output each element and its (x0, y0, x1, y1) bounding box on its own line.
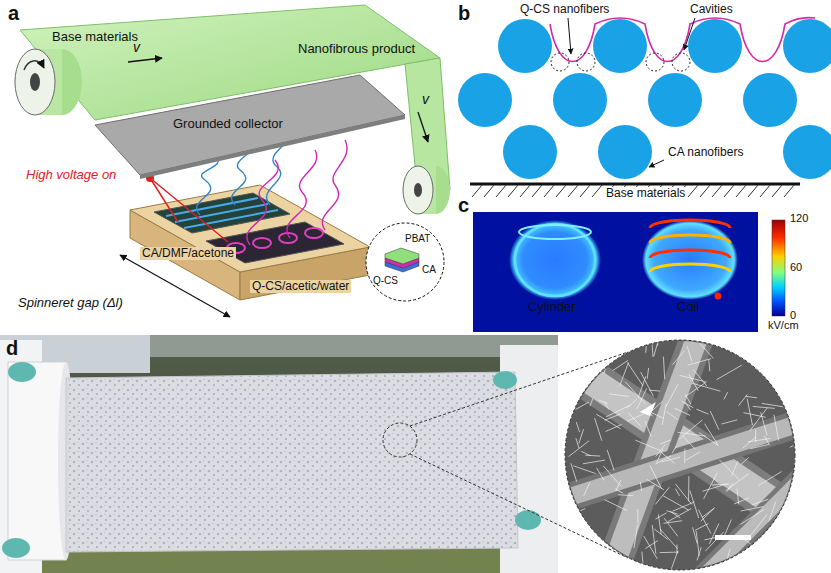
voltage-label: High voltage on (26, 168, 116, 182)
collector-plate: Grounded collector (95, 75, 405, 175)
cavity-marks (551, 53, 690, 71)
speed-symbol: v (422, 92, 429, 107)
panel-letter: d (6, 337, 18, 359)
callout-label: Cavities (690, 3, 733, 16)
layer-inset: PBAT Q-CS CA (365, 222, 445, 302)
tick-label: 120 (790, 212, 808, 224)
base-line (470, 183, 800, 186)
q-cs-nanofiber (550, 18, 815, 62)
callout-label: CA nanofibers (668, 146, 743, 159)
ca-nanofiber-circles (458, 19, 831, 179)
electrospinning-setup (15, 5, 450, 317)
part-label: Cylinder (528, 300, 576, 314)
speed-arrow (128, 58, 162, 62)
node-text: Q-CS (373, 275, 398, 286)
scale-bar (715, 535, 751, 540)
dimension-label: Spinneret gap (Δl) (18, 296, 123, 310)
part-label: Base materials (52, 30, 138, 44)
panel-letter: c (458, 194, 469, 216)
solution-label: Q-CS/acetic/water (250, 280, 351, 293)
feed-roll (15, 49, 82, 115)
leader-arrow (568, 18, 571, 54)
part-label: Coil (677, 300, 699, 314)
node-text: Grounded collector (173, 117, 283, 131)
tick-label: 60 (790, 261, 802, 273)
fiber-cross-section (458, 18, 831, 197)
unit-label: kV/cm (768, 319, 799, 331)
sem-image (560, 328, 810, 573)
speed-symbol: v (133, 40, 140, 55)
part-label: Base materials (604, 187, 687, 200)
leader-arrow (684, 18, 695, 50)
field-simulation (473, 212, 785, 332)
high-voltage-wire (146, 174, 228, 242)
solution-label: CA/DMF/acetone (140, 247, 236, 260)
part-label: Nanofibrous product (298, 42, 415, 56)
leader-arrow (649, 160, 664, 167)
take-up-roll (403, 166, 450, 214)
node-text: CA (422, 264, 436, 275)
panel-letter: b (458, 2, 470, 24)
callout-label: Q-CS nanofibers (520, 3, 609, 16)
product-photo (0, 335, 628, 573)
color-bar (772, 220, 785, 316)
speed-arrow (418, 112, 428, 142)
node-text: PBAT (405, 233, 430, 244)
panel-letter: a (8, 2, 19, 24)
gap-arrow (120, 255, 230, 317)
